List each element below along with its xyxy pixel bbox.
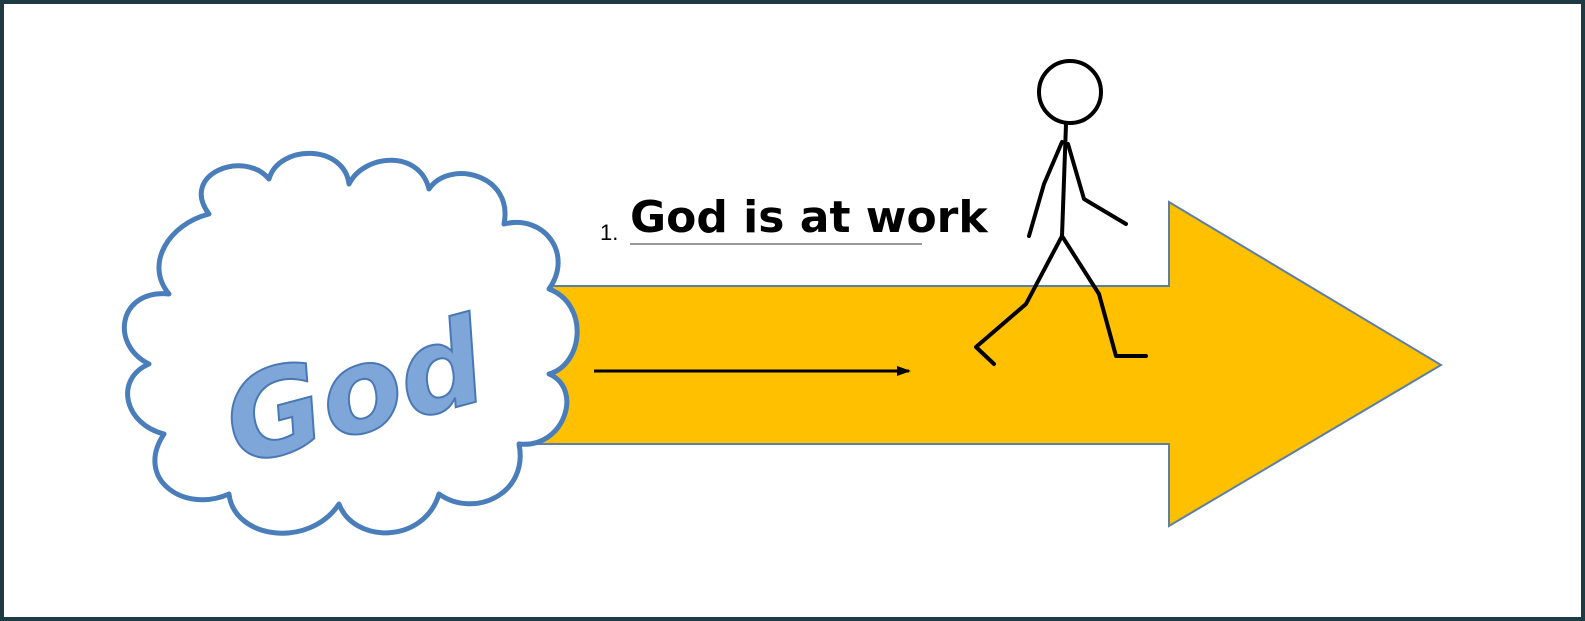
diagram-canvas: God 1. God is at work [4,4,1581,617]
step-number: 1. [600,220,618,245]
step-text: God is at work [630,192,989,243]
cloud-icon: God [124,153,577,533]
diagram-svg: God 1. God is at work [4,4,1581,617]
big-arrow-icon [494,202,1441,526]
